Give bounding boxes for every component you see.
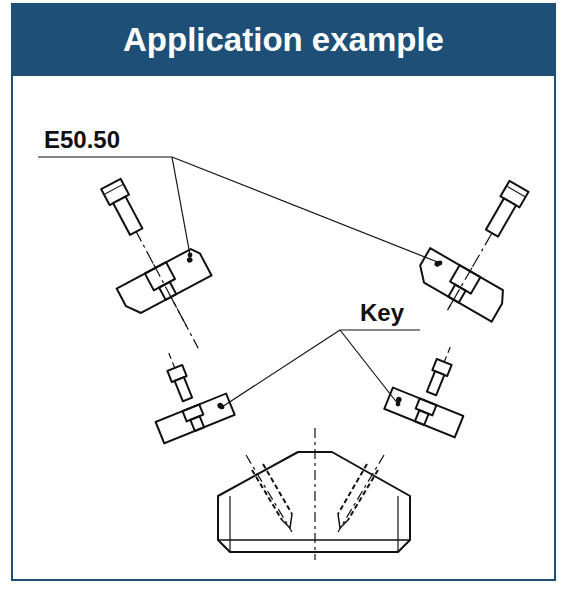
part-label: Key — [360, 299, 404, 327]
leader-lines — [38, 157, 442, 409]
part-label: E50.50 — [44, 126, 120, 154]
base-block — [218, 428, 410, 560]
key-part — [134, 339, 235, 443]
frame — [12, 4, 555, 580]
key-part — [384, 333, 485, 437]
clamp-plate — [72, 162, 239, 368]
title: Application example — [123, 21, 444, 59]
header-band — [12, 4, 555, 76]
clamp-plate — [407, 163, 557, 333]
